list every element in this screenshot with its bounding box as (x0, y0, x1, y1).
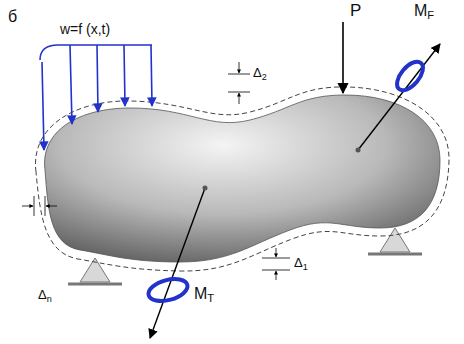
displacement-label: Δ1 (294, 256, 308, 272)
figure-letter: б (8, 8, 17, 26)
moment-mt (146, 186, 207, 339)
force-label: P (350, 2, 361, 21)
moment-mf (356, 44, 441, 153)
displacement-label: Δ2 (253, 66, 267, 82)
distributed-load (40, 45, 152, 150)
displacement-marks (22, 62, 290, 280)
displacement-label: Δn (38, 288, 52, 304)
moment-label: MF (414, 2, 434, 22)
moment-label: MT (194, 285, 214, 305)
deformed-outline (35, 87, 449, 271)
load-label: w=f (x,t) (60, 22, 110, 37)
force-arrow (342, 22, 344, 93)
